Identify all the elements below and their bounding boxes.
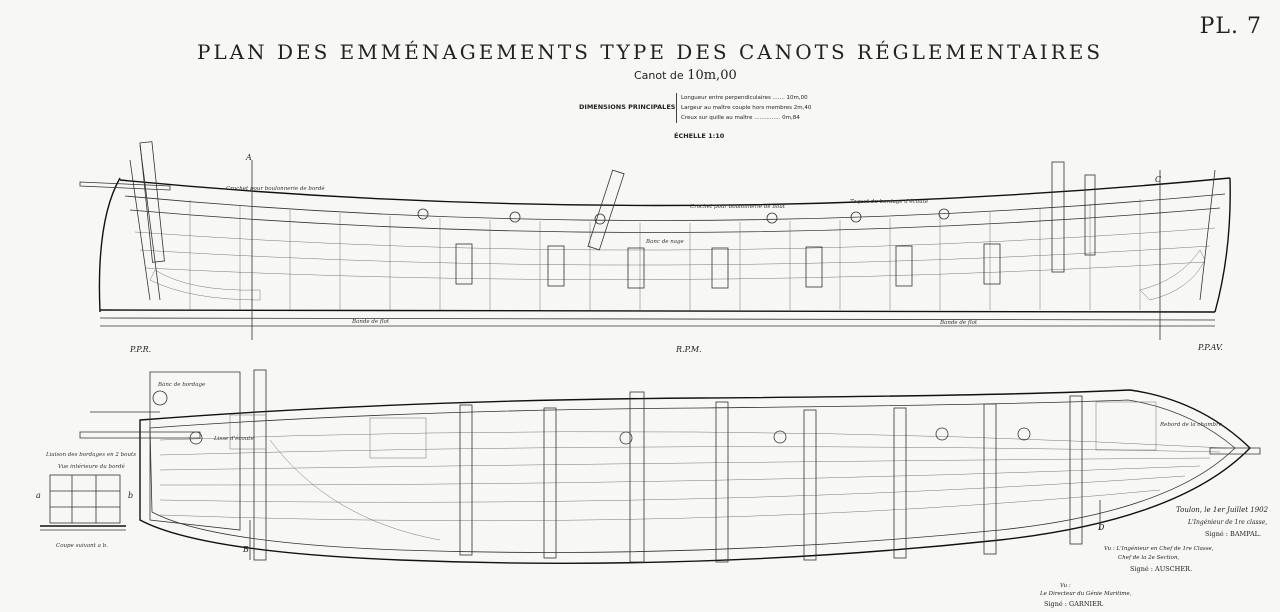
profile-sheer-inner bbox=[124, 193, 1226, 221]
profile-note: Bande de flot bbox=[939, 320, 978, 326]
plan-view: B D Banc de bordage Lisse d'écoute Rebor… bbox=[79, 369, 1261, 564]
profile-stem bbox=[1214, 177, 1231, 313]
profile-view: P.P.R. R.P.M. P.P.AV. A C Crochet pour b… bbox=[79, 141, 1231, 354]
vu1-line1: Vu : L'Ingénieur en Chef de 1re Classe, bbox=[1104, 546, 1214, 552]
plan-note: Banc de bordage bbox=[157, 382, 206, 388]
label-a: A bbox=[245, 153, 252, 162]
profile-note: Banc de nage bbox=[645, 239, 685, 245]
plate-number: PL. 7 bbox=[1199, 14, 1262, 39]
profile-stern bbox=[98, 177, 121, 313]
profile-note: Crochet pour boulonnerie de bordé bbox=[226, 185, 325, 192]
vu2-line1: Vu : bbox=[1060, 583, 1071, 589]
label-d: D bbox=[1097, 523, 1105, 532]
engineer-title: L'Ingénieur de 1re classe, bbox=[1188, 519, 1268, 526]
profile-note: Taquet du bordage d'écoute bbox=[850, 198, 929, 205]
dimension-row: Creux sur quille au maître .............… bbox=[681, 115, 800, 121]
vu1-line2: Chef de la 2e Section, bbox=[1118, 555, 1180, 561]
inset-a-label: a bbox=[36, 491, 41, 500]
vu1-signature: Signé : AUSCHER. bbox=[1130, 565, 1193, 573]
plan-note: Lisse d'écoute bbox=[213, 435, 254, 442]
mast-fore bbox=[1051, 161, 1065, 273]
inset-caption: Coupe suivant a b. bbox=[56, 543, 108, 549]
profile-note: Crochet pour boulonnerie de bout bbox=[690, 204, 786, 210]
mast-aft bbox=[139, 141, 165, 263]
plan-hull-outline bbox=[139, 389, 1251, 564]
drawing-title: PLAN DES EMMÉNAGEMENTS TYPE DES CANOTS R… bbox=[196, 40, 1104, 64]
drawing-subtitle: Canot de 10m,00 bbox=[634, 68, 737, 83]
label-ppr: P.P.R. bbox=[129, 345, 151, 354]
inset-title: Liaison des bordages en 2 bouts bbox=[45, 452, 136, 458]
vu2-line2: Le Directeur du Génie Maritime, bbox=[1040, 591, 1132, 597]
dimensions-list: Longueur entre perpendiculaires ....... … bbox=[676, 93, 811, 123]
inset-subtitle: Vue intérieure du bordé bbox=[58, 463, 126, 470]
inset-detail: Liaison des bordages en 2 bouts Vue inté… bbox=[36, 452, 136, 549]
subtitle-label: Canot de bbox=[634, 69, 684, 82]
tiller bbox=[79, 181, 171, 191]
profile-keel bbox=[99, 309, 1216, 313]
label-ppav: P.P.AV. bbox=[1197, 343, 1223, 352]
place-date: Toulon, le 1er Juillet 1902 bbox=[1176, 506, 1269, 514]
label-b: B bbox=[242, 545, 249, 554]
subtitle-value: 10m,00 bbox=[687, 68, 737, 83]
label-rpm: R.P.M. bbox=[675, 345, 702, 354]
profile-sheer bbox=[119, 177, 1231, 207]
profile-note: Bande de flot bbox=[351, 319, 390, 325]
plan-note: Rebord de la chambre bbox=[1159, 422, 1223, 428]
scale-label: ÉCHELLE 1:10 bbox=[674, 132, 725, 140]
vu2-signature: Signé : GARNIER. bbox=[1044, 600, 1104, 608]
dimension-row: Longueur entre perpendiculaires ....... … bbox=[681, 95, 808, 101]
dimensions-label: DIMENSIONS PRINCIPALES bbox=[579, 103, 676, 111]
inset-b-label: b bbox=[128, 491, 133, 500]
mast-mid bbox=[587, 169, 625, 251]
label-c: C bbox=[1155, 175, 1161, 184]
engineer-signature: Signé : BAMPAL. bbox=[1205, 530, 1262, 538]
dimension-row: Largeur au maître couple hors membres 2m… bbox=[681, 105, 812, 111]
